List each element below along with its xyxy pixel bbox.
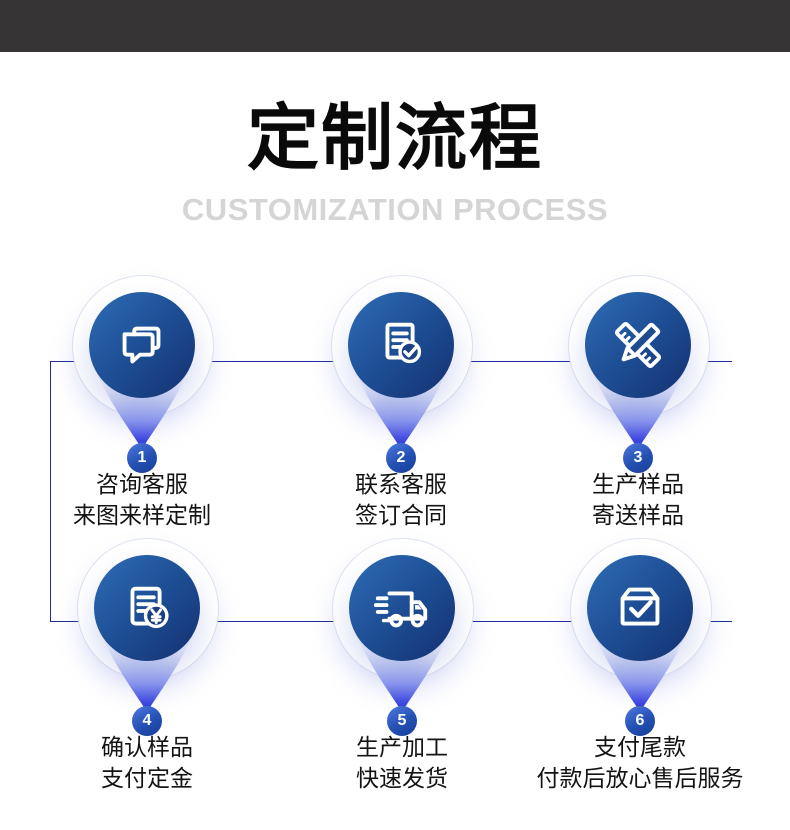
delivery-truck-icon	[373, 591, 428, 628]
page-title: 定制流程	[246, 99, 543, 179]
pencil-ruler-icon	[614, 321, 662, 369]
step-label-line1: 支付尾款	[594, 734, 686, 760]
package-check-icon	[620, 587, 660, 626]
step-label-line1: 咨询客服	[96, 471, 188, 497]
step-circle	[587, 555, 693, 661]
step-number-badge: 1	[127, 443, 157, 473]
step-number-badge: 5	[387, 706, 417, 736]
invoice-yuan-icon	[130, 586, 169, 629]
step-circle	[94, 555, 200, 661]
step-label-line1: 确认样品	[101, 734, 193, 760]
step-number-badge: 2	[386, 443, 416, 473]
step-circle	[585, 292, 691, 398]
step-label-line2: 付款后放心售后服务	[536, 765, 744, 791]
step-circle	[89, 292, 195, 398]
step-label: 咨询客服 来图来样定制	[0, 469, 292, 531]
top-dark-bar	[0, 0, 790, 52]
step-label: 确认样品 支付定金	[0, 732, 297, 794]
chat-bubbles-icon	[122, 326, 161, 364]
step-number-badge: 4	[132, 706, 162, 736]
connector-line-left	[50, 361, 51, 622]
step-label: 支付尾款 付款后放心售后服务	[490, 732, 790, 794]
step-label: 生产样品 寄送样品	[488, 469, 788, 531]
step-label-line1: 联系客服	[355, 471, 447, 497]
contract-check-icon	[385, 322, 422, 364]
step-number-badge: 6	[625, 706, 655, 736]
step-label: 联系客服 签订合同	[251, 469, 551, 531]
step-label-line2: 快速发货	[356, 765, 448, 791]
step-circle	[348, 292, 454, 398]
step-label-line2: 支付定金	[101, 765, 193, 791]
page-subtitle: CUSTOMIZATION PROCESS	[181, 192, 609, 227]
step-label-line2: 寄送样品	[592, 502, 684, 528]
step-label-line1: 生产样品	[592, 471, 684, 497]
step-label: 生产加工 快速发货	[252, 732, 552, 794]
step-label-line1: 生产加工	[356, 734, 448, 760]
step-number-badge: 3	[623, 443, 653, 473]
step-label-line2: 签订合同	[355, 502, 447, 528]
step-circle	[349, 555, 455, 661]
step-label-line2: 来图来样定制	[73, 502, 211, 528]
